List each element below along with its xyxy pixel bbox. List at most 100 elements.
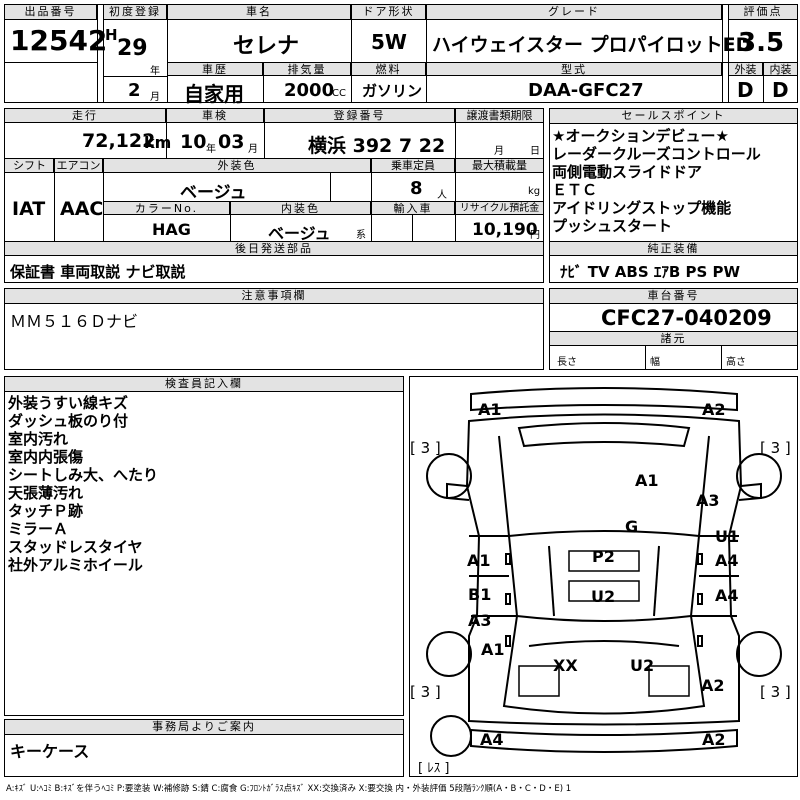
caution-header: 注意事項欄 [4,288,544,304]
sales-point: 両側電動スライドドア [552,163,703,181]
mileage: 72,122 [82,130,156,152]
shift-header: シフト [4,158,54,173]
damage-left-front-door: A1 [467,551,491,570]
sales-point: ＥＴＣ [552,181,598,199]
sales-points: ★オークションデビュー★ レーダークルーズコントロール 両側電動スライドドア Ｅ… [552,127,761,235]
reg-month: 2 [128,80,141,101]
inspector-notes: 外装うすい線キズ ダッシュ板のり付 室内汚れ 室内内張傷 シートしみ大、へたり … [8,394,158,574]
displacement: 2000 [284,80,335,101]
after-parts-header: 後日発送部品 [4,241,544,256]
fuel: ガソリン [362,82,423,100]
km-unit: km [144,133,172,152]
registration-number: 横浜 392 7 22 [308,135,446,157]
car-diagram [426,387,782,757]
equipment: ﾅﾋﾞ TV ABS ｴｱB PS PW [560,263,741,281]
damage-right-front-door-upper: U1 [715,527,740,546]
inspector-note: 室内汚れ [8,430,69,448]
after-parts: 保証書 車両取説 ナビ取説 [10,263,186,281]
chassis-number: CFC27-040209 [601,306,772,330]
damage-left-rear-door-2: A3 [468,611,492,630]
yen-unit: 円 [530,230,540,241]
capacity: 8 [410,178,423,199]
score: 3.5 [738,28,785,58]
shift: IAT [12,198,46,220]
import-header: 輸入車 [371,201,455,215]
ext-color: ベージュ [180,183,247,203]
first-reg-header: 初度登録 [103,4,167,20]
exterior-grade: D [737,78,754,102]
inspection-year-unit: 年 [206,144,216,155]
reg-year: 29 [117,36,148,61]
aircon: AAC [60,198,104,220]
inspector-note: 外装うすい線キズ [8,394,129,412]
damage-front-left: A1 [478,400,502,419]
damage-bumper-right: A2 [702,730,726,749]
int-color-header: 内装色 [230,201,371,215]
inspector-panel [4,376,404,716]
damage-right-quarter: A2 [701,676,725,695]
damage-roof-rear: U2 [591,587,616,606]
inspector-note: タッチＰ跡 [8,502,84,520]
car-name: セレナ [233,34,300,59]
year-unit: 年 [150,66,160,77]
door-type: 5W [371,30,407,54]
legend: A:ｷｽﾞ U:ﾍｺﾐ B:ｷｽﾞを伴うﾍｺﾐ P:要塗装 W:補修跡 S:錆 … [6,784,572,794]
score-header: 評価点 [728,4,798,20]
tire-rear-left: [ 3 ] [410,683,441,701]
model-header: 型式 [426,62,722,76]
lot-number: 12542 [10,24,108,57]
transfer-header: 譲渡書類期限 [455,108,544,123]
chassis-header: 車台番号 [549,288,798,304]
displacement-header: 排気量 [263,62,351,76]
damage-right-front-fender: A3 [696,491,720,510]
equipment-header: 純正装備 [549,241,798,256]
exterior-header: 外装 [728,62,763,76]
header-panel [4,4,798,103]
damage-windshield: G [625,517,639,536]
inspection-month-unit: 月 [248,144,258,155]
history-header: 車歴 [167,62,263,76]
grade-header: グレード [426,4,722,20]
inspector-note: ミラーＡ [8,520,69,538]
cc-unit: CC [332,88,346,99]
capacity-header: 乗車定員 [371,158,455,173]
person-unit: 人 [437,190,447,201]
aircon-header: エアコン [54,158,103,173]
transfer-month: 月 [494,146,504,157]
car-name-header: 車名 [167,4,351,20]
damage-left-quarter: A1 [481,640,505,659]
registration-header: 登録番号 [264,108,455,123]
inspector-note: スタッドレスタイヤ [8,538,143,556]
spare-tire: [ ﾚｽ ] [418,761,450,776]
damage-bumper-left: A4 [480,730,504,749]
fuel-header: 燃料 [351,62,426,76]
ext-color-header: 外装色 [103,158,371,173]
color-no-header: カラーNo. [103,201,230,215]
sales-point: プッシュスタート [552,217,673,235]
recycle-header: リサイクル預託金 [455,201,544,215]
dims-header: 諸元 [549,331,798,346]
int-color-suffix: 系 [356,230,366,241]
int-color: ベージュ [268,224,331,243]
tire-front-left: [ 3 ] [410,439,441,457]
mileage-header: 走行 [4,108,166,123]
height-label: 高さ [726,357,746,368]
max-load-header: 最大積載量 [455,158,544,173]
era: H [105,26,118,44]
sales-point: レーダークルーズコントロール [552,145,761,163]
length-label: 長さ [557,357,577,368]
history: 自家用 [184,82,244,106]
inspector-note: 社外アルミホイール [8,556,143,574]
color-no: HAG [152,220,191,239]
inspector-note: 天張薄汚れ [8,484,84,502]
damage-roof: P2 [592,547,615,566]
damage-right-front-door: A4 [715,551,739,570]
damage-rear-right: U2 [630,656,655,675]
inspector-header: 検査員記入欄 [4,376,404,392]
month-unit: 月 [150,92,160,103]
damage-right-rear-door: A4 [715,586,739,605]
damage-hood: A1 [635,471,659,490]
kg-unit: kg [528,186,541,197]
tire-front-right: [ 3 ] [760,439,791,457]
sales-header: セールスポイント [549,108,798,124]
